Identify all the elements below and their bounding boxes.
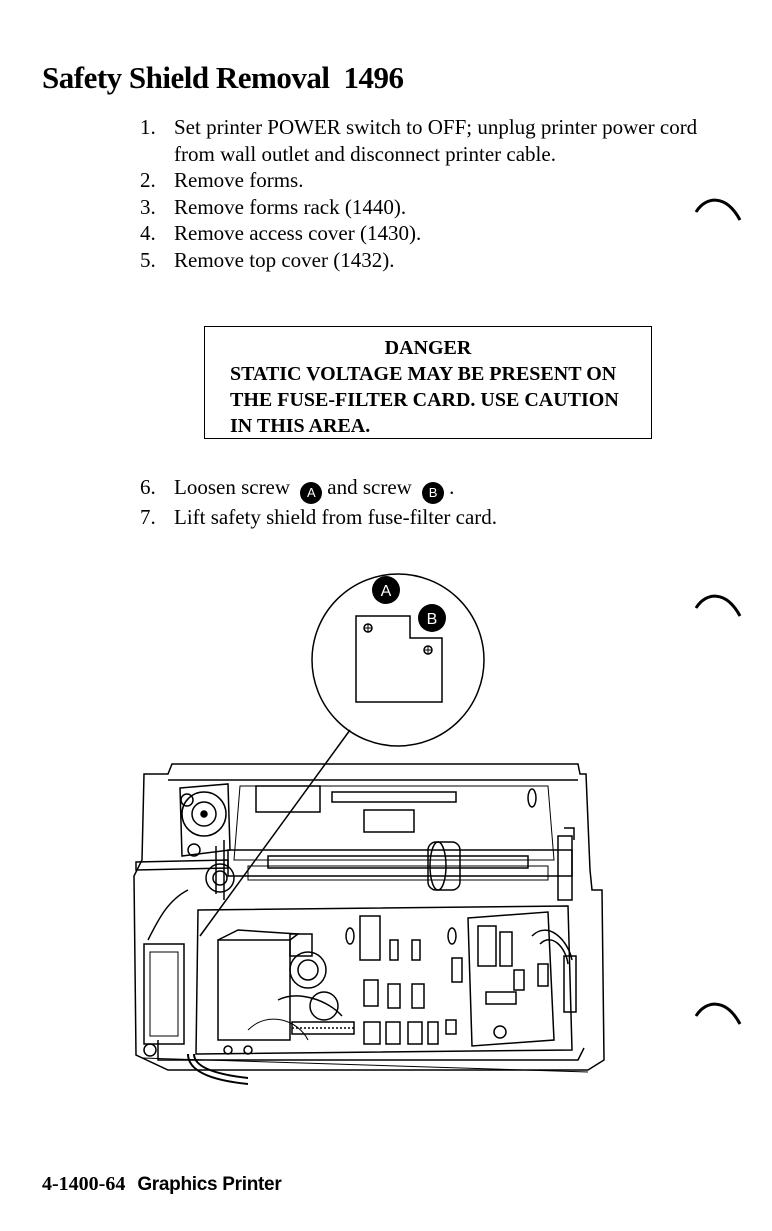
- danger-heading: DANGER: [384, 337, 472, 359]
- step-item: 4. Remove access cover (1430).: [140, 220, 700, 247]
- control-board: [195, 905, 573, 1055]
- step-text: Remove forms rack (1440).: [174, 194, 407, 219]
- step-text: Remove top cover (1432).: [174, 247, 395, 272]
- step-number: 3.: [140, 194, 156, 219]
- step-number: 4.: [140, 221, 156, 245]
- binder-arc-icon: [694, 198, 742, 221]
- step-text: and screw: [327, 475, 412, 499]
- step-item: 2. Remove forms.: [140, 167, 700, 194]
- step-text: .: [449, 475, 455, 499]
- callout-b-label: B: [427, 611, 438, 628]
- step-item: 7. Lift safety shield from fuse-filter ca…: [140, 504, 700, 531]
- power-cord: [143, 1043, 253, 1085]
- step-item: 3. Remove forms rack (1440).: [140, 194, 700, 221]
- step-number: 5.: [140, 247, 156, 272]
- fuse-filter-card: [467, 911, 577, 1047]
- binder-arc-icon: [694, 1002, 742, 1025]
- removal-steps: 1. Set printer POWER switch to OFF; unplu…: [140, 114, 700, 273]
- title-text: Safety Shield Removal: [42, 60, 330, 95]
- step-number: 2.: [140, 168, 156, 192]
- step-text: Loosen screw: [174, 475, 291, 499]
- screw-a-badge: A: [300, 482, 323, 504]
- carriage-motor: [179, 783, 231, 857]
- section-number: 1496: [343, 60, 404, 95]
- step-item: 5. Remove top cover (1432).: [140, 247, 700, 274]
- power-supply: [143, 929, 343, 1045]
- top-panel: [233, 785, 555, 861]
- step-text: Set printer POWER switch to OFF; unplug …: [174, 115, 698, 166]
- step-text: Remove forms.: [174, 168, 304, 192]
- platen-assembly: [135, 827, 575, 901]
- page-reference: 4-1400-64: [42, 1173, 126, 1195]
- printer-housing: [133, 763, 605, 1073]
- step-number: 7.: [140, 505, 156, 529]
- danger-notice: DANGER STATIC VOLTAGE MAY BE PRESENT ON …: [204, 326, 652, 439]
- callout-b: B: [418, 604, 446, 632]
- step-number: 1.: [140, 115, 156, 139]
- binder-arc-icon: [694, 594, 742, 617]
- page-footer: 4-1400-64 Graphics Printer: [42, 1173, 282, 1196]
- printer-illustration: A B: [133, 573, 605, 1085]
- danger-text: STATIC VOLTAGE MAY BE PRESENT ON THE FUS…: [230, 363, 619, 437]
- callout-a: A: [372, 576, 400, 604]
- drive-gear: [147, 863, 235, 941]
- page-title: Safety Shield Removal 1496: [42, 60, 404, 96]
- step-text: Remove access cover (1430).: [174, 221, 422, 245]
- screw-b-badge: B: [422, 482, 445, 504]
- callout-a-label: A: [381, 583, 392, 600]
- step-text: Lift safety shield from fuse-filter card…: [174, 505, 498, 529]
- document-name: Graphics Printer: [137, 1174, 282, 1195]
- step-item: 1. Set printer POWER switch to OFF; unplu…: [140, 114, 700, 167]
- step-number: 6.: [140, 475, 156, 499]
